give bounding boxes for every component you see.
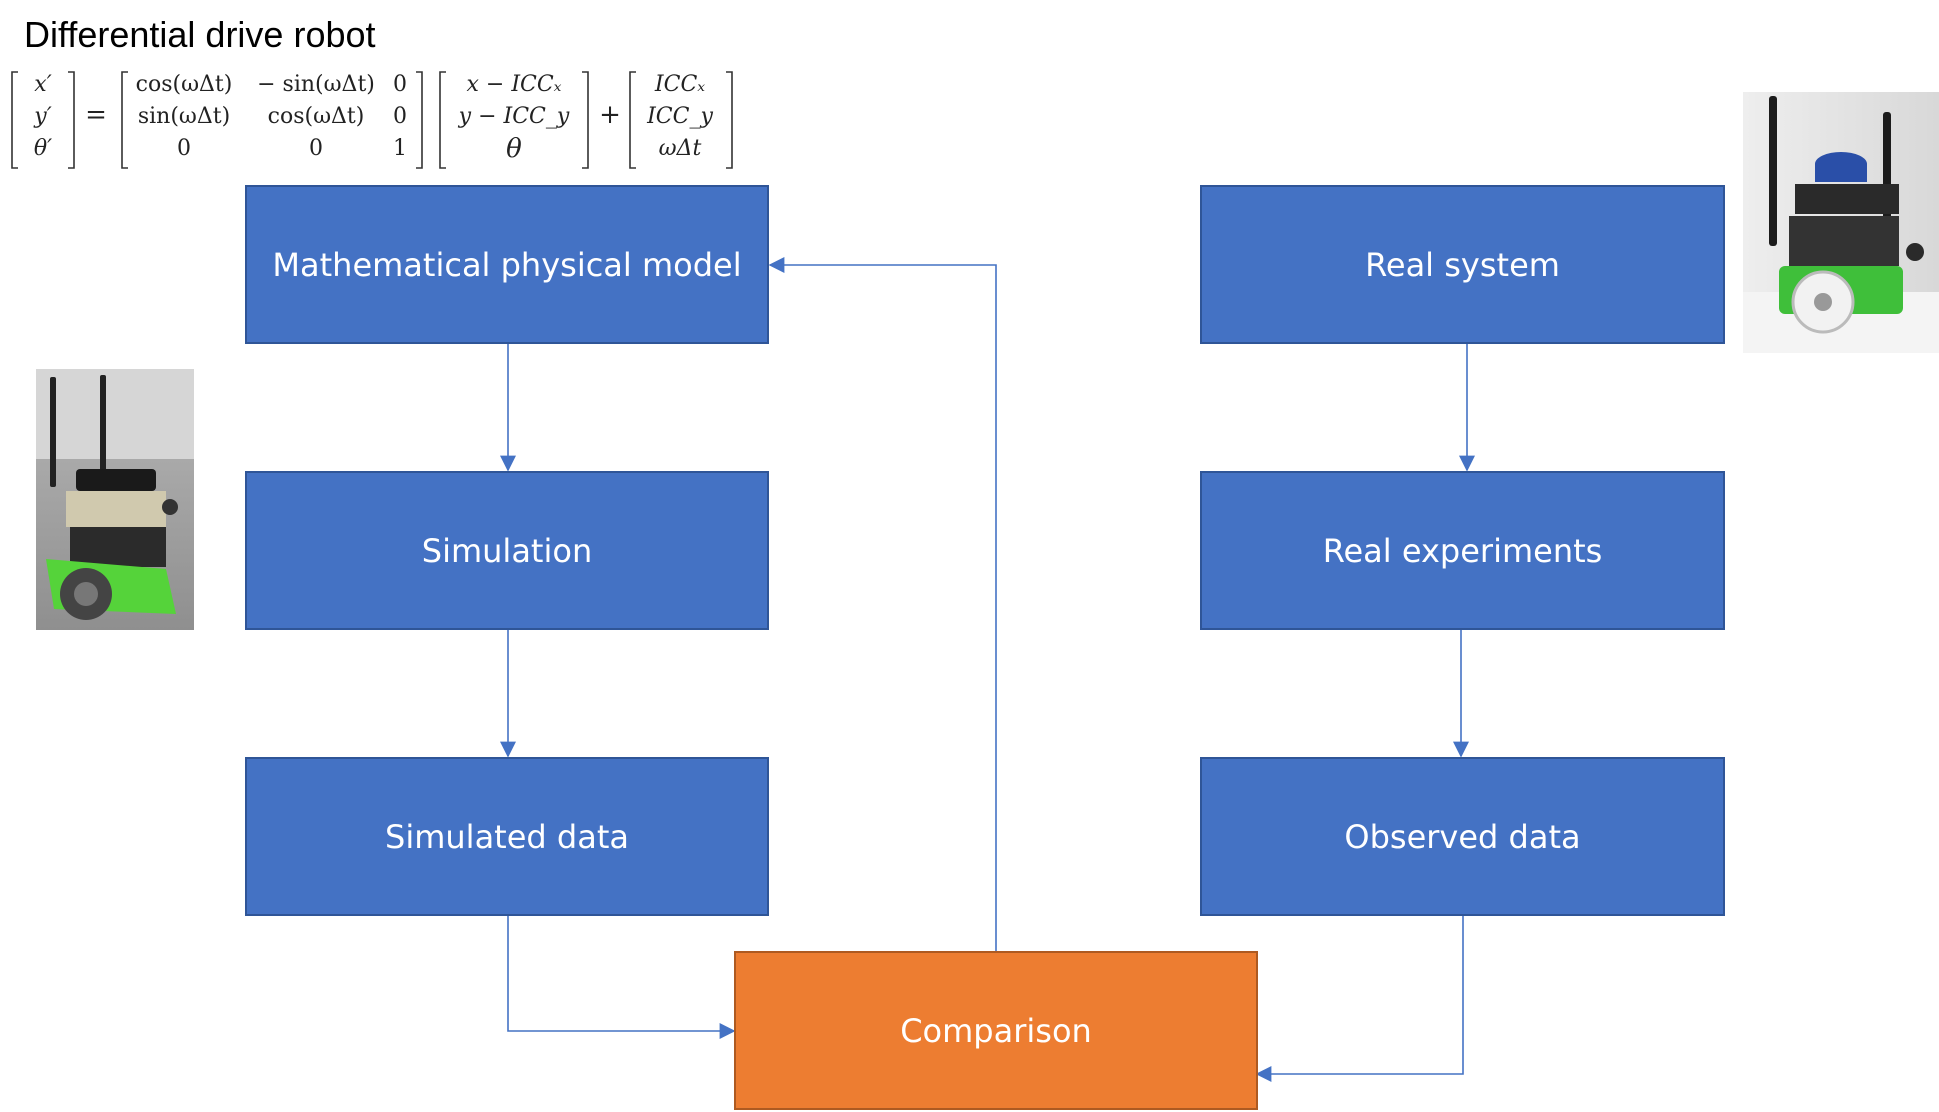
box-simulation: Simulation <box>245 471 769 630</box>
icc-x: ICCₓ <box>654 72 706 97</box>
rot-r2c1: 0 <box>309 136 323 161</box>
diagram-title: Differential drive robot <box>24 14 376 55</box>
box-simulated-data: Simulated data <box>245 757 769 916</box>
arrow-simulated-to-comparison <box>507 915 736 1039</box>
kinematics-equation: x′ y′ θ′ = cos(ωΔt) − sin(ωΔt) 0 sin(ωΔt… <box>6 68 736 172</box>
arrow-comparison-to-model <box>768 257 997 951</box>
offset-x: x − ICCₓ <box>466 72 562 97</box>
box-mathematical-model: Mathematical physical model <box>245 185 769 344</box>
icc-omega-dt: ωΔt <box>658 136 702 161</box>
offset-theta: θ <box>506 134 522 164</box>
matrix-brackets <box>11 71 733 169</box>
arrow-observed-to-comparison <box>1255 915 1464 1082</box>
plus-sign: + <box>599 100 621 130</box>
lhs-x: x′ <box>34 72 52 97</box>
rot-r2c2: 1 <box>393 136 407 161</box>
lhs-y: y′ <box>34 104 52 129</box>
box-observed-data: Observed data <box>1200 757 1725 916</box>
box-comparison: Comparison <box>734 951 1258 1110</box>
lhs-theta: θ′ <box>33 136 53 161</box>
offset-y: y − ICC_y <box>458 104 570 129</box>
rot-r0c2: 0 <box>393 72 407 97</box>
rot-r0c0: cos(ωΔt) <box>135 72 233 97</box>
rot-r2c0: 0 <box>177 136 191 161</box>
rot-r1c2: 0 <box>393 104 407 129</box>
icc-y: ICC_y <box>647 104 713 129</box>
rot-r0c1: − sin(ωΔt) <box>257 72 375 97</box>
box-real-system: Real system <box>1200 185 1725 344</box>
rot-r1c0: sin(ωΔt) <box>137 104 231 129</box>
real-robot-image <box>1743 92 1939 353</box>
equals-sign: = <box>85 100 107 130</box>
simulated-robot-image <box>36 369 194 630</box>
box-real-experiments: Real experiments <box>1200 471 1725 630</box>
rot-r1c1: cos(ωΔt) <box>267 104 365 129</box>
